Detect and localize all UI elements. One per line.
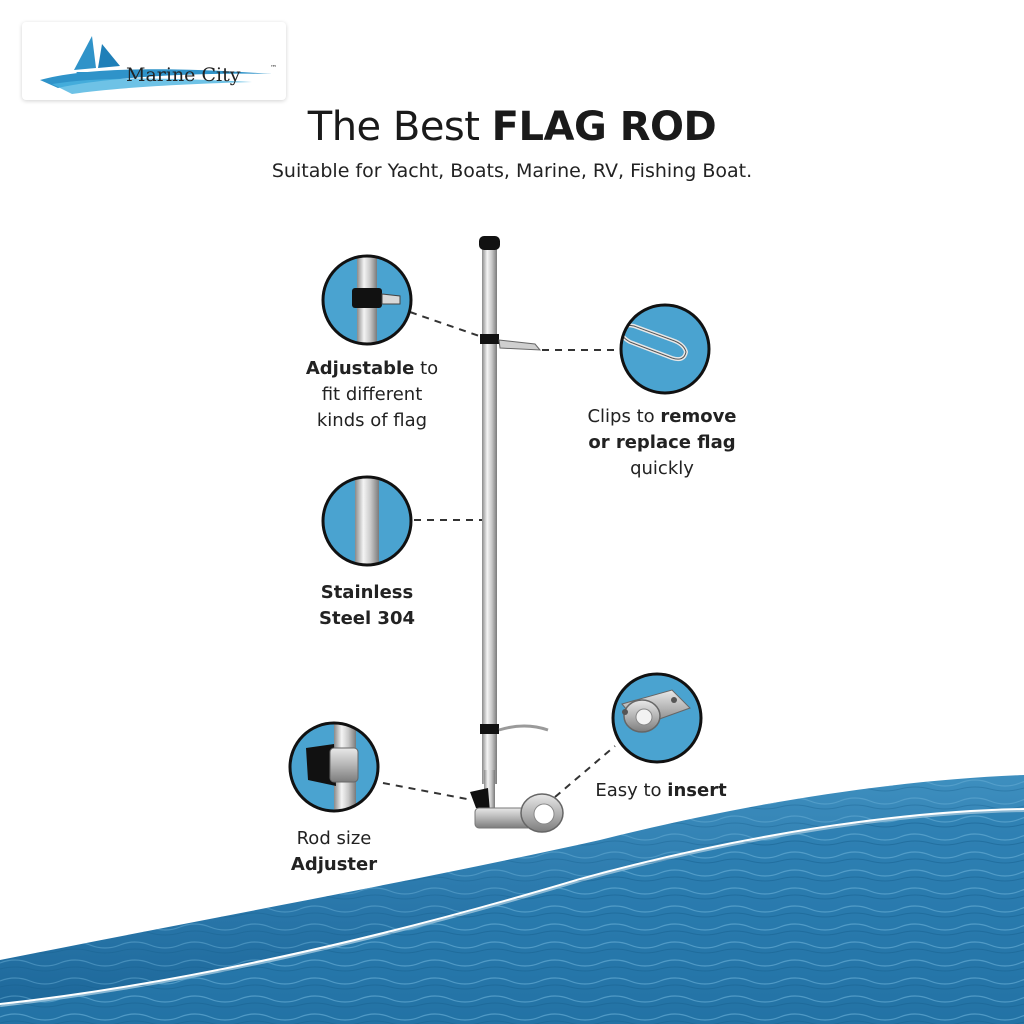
page-title: The Best FLAG ROD xyxy=(0,104,1024,150)
page-subtitle: Suitable for Yacht, Boats, Marine, RV, F… xyxy=(271,160,753,182)
feature-adjustable-line2: fit different xyxy=(321,384,423,405)
feature-clips-bold2: or replace flag xyxy=(588,432,736,453)
feature-adjustable-line3: kinds of flag xyxy=(316,410,428,431)
steel-tube-detail-icon xyxy=(321,475,413,567)
feature-steel-line1: Stainless xyxy=(320,582,414,603)
feature-insert-prefix: Easy to xyxy=(595,780,668,801)
feature-adjustable: Adjustable to fit different kinds of fla… xyxy=(292,356,452,434)
feature-clips-line3: quickly xyxy=(630,458,694,479)
feature-adjuster-line1: Rod size xyxy=(296,828,372,849)
feature-steel: Stainless Steel 304 xyxy=(292,580,442,632)
adjuster-knob-detail-icon xyxy=(288,721,380,813)
feature-clips: Clips to remove or replace flag quickly xyxy=(572,404,752,482)
clip-detail-icon xyxy=(619,303,711,395)
trademark-mark: ™ xyxy=(270,64,277,72)
feature-steel-line2: Steel 304 xyxy=(319,608,415,629)
feature-clips-bold1: remove xyxy=(660,406,737,427)
sailboat-wave-icon xyxy=(40,36,272,94)
feature-insert: Easy to insert xyxy=(586,778,736,804)
feature-adjuster-line2: Adjuster xyxy=(290,854,378,875)
brand-logo: Marine City ™ xyxy=(22,22,286,100)
rod-clamp-detail-icon xyxy=(321,254,413,346)
feature-adjustable-bold: Adjustable xyxy=(305,358,415,379)
callout-lines xyxy=(382,311,620,801)
feature-insert-bold: insert xyxy=(667,780,727,801)
brand-name: Marine City xyxy=(126,64,241,86)
title-emphasis: FLAG ROD xyxy=(491,104,717,150)
feature-adjustable-rest: to xyxy=(414,358,439,379)
flag-rod xyxy=(470,236,564,833)
mount-bracket-detail-icon xyxy=(611,672,703,764)
feature-adjuster: Rod size Adjuster xyxy=(264,826,404,878)
feature-clips-prefix: Clips to xyxy=(587,406,661,427)
title-prefix: The Best xyxy=(307,104,492,150)
